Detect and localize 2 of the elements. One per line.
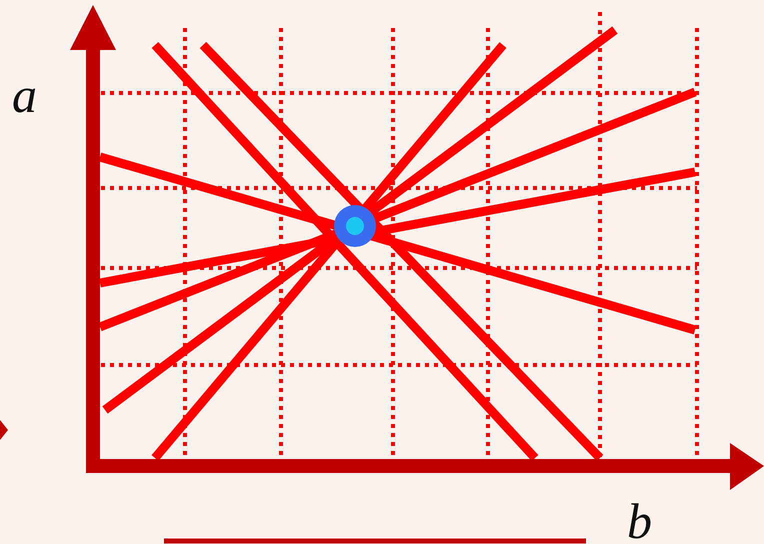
axis-label: b: [627, 496, 652, 544]
axis-label: a: [12, 70, 37, 120]
